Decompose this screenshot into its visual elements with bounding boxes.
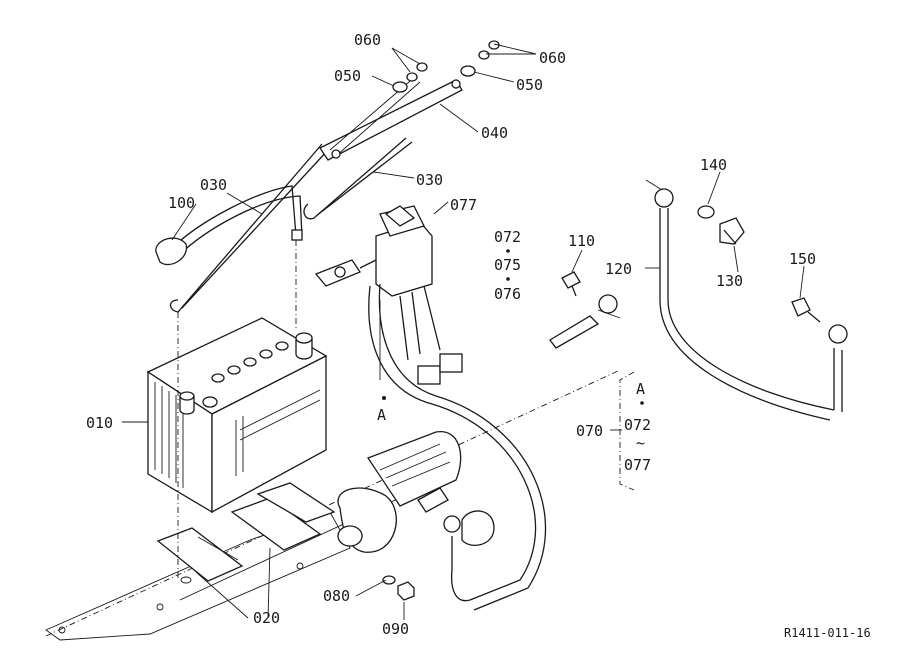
callout-060-left: 060: [354, 31, 381, 49]
negative-cable: [155, 185, 303, 266]
callout-077: 077: [450, 196, 477, 214]
kit-legend-tilde: ~: [636, 434, 645, 452]
callout-060-right: 060: [539, 49, 566, 67]
callout-100: 100: [168, 194, 195, 212]
callout-030-left: 030: [200, 176, 227, 194]
callout-076: 076: [494, 285, 521, 303]
bolt-150: [791, 297, 821, 323]
callout-010: 010: [86, 414, 113, 432]
leader-lines: [122, 43, 805, 620]
callout-020: 020: [253, 609, 280, 627]
callout-030-right: 030: [416, 171, 443, 189]
callout-labels: 060 050 060 050 040 030 030 100 077 072 …: [86, 31, 871, 640]
callout-050-left: 050: [334, 67, 361, 85]
callout-075: 075: [494, 256, 521, 274]
callout-090: 090: [382, 620, 409, 638]
callout-150: 150: [789, 250, 816, 268]
callout-040: 040: [481, 124, 508, 142]
separator-dot: [640, 401, 644, 405]
battery: [146, 317, 328, 514]
separator-dot: [506, 249, 510, 253]
callout-130: 130: [716, 272, 743, 290]
ground-cable-120: [645, 179, 848, 421]
callout-070: 070: [576, 422, 603, 440]
callout-120: 120: [605, 260, 632, 278]
separator-dot: [506, 277, 510, 281]
bolt-130-washer-140: [697, 205, 745, 245]
callout-080: 080: [323, 587, 350, 605]
starter-motor: [337, 431, 495, 553]
callout-140: 140: [700, 156, 727, 174]
battery-mat: [156, 482, 336, 582]
positive-cable-assembly: [314, 205, 547, 611]
callout-050-right: 050: [516, 76, 543, 94]
washers-nuts: [392, 40, 500, 93]
kit-bracket: [619, 371, 635, 491]
callout-072: 072: [494, 228, 521, 246]
callout-110: 110: [568, 232, 595, 250]
bolt-110: [549, 271, 621, 349]
kit-legend-from: 072: [624, 416, 651, 434]
kit-legend-to: 077: [624, 456, 651, 474]
reference-code: R1411-011-16: [784, 626, 871, 640]
starter-nuts: [382, 575, 415, 601]
marker-a: A: [377, 406, 386, 424]
kit-legend-a: A: [636, 380, 645, 398]
